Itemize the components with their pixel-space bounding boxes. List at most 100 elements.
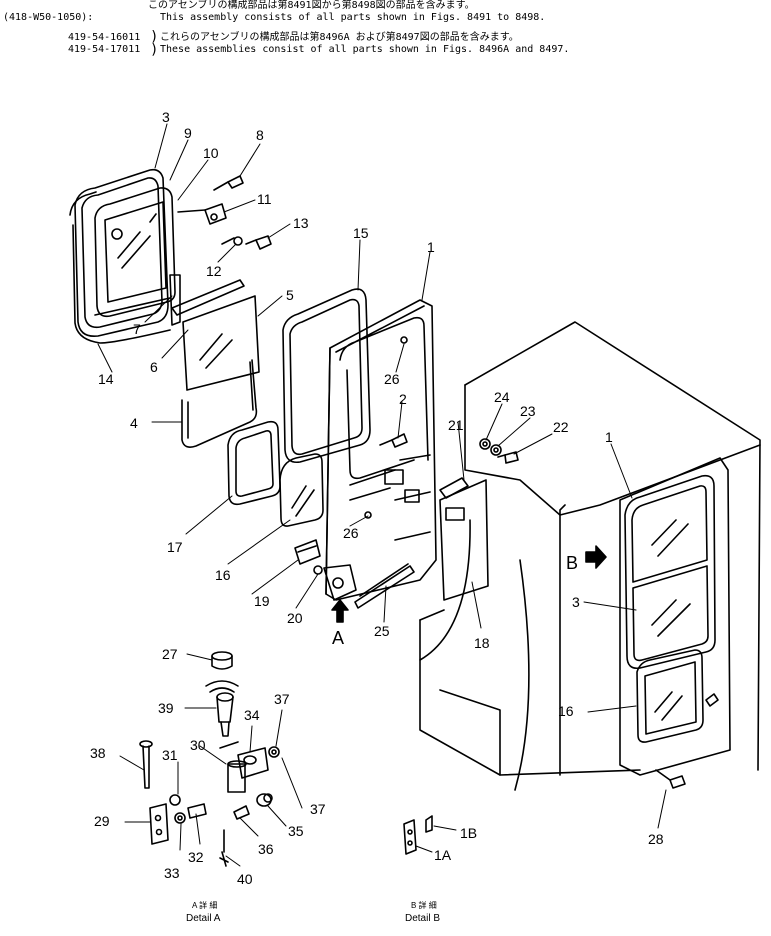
bolt-28: [655, 769, 686, 789]
callout-38: 38: [90, 745, 106, 761]
callout-28: 28: [648, 831, 664, 847]
view-arrow-a: [331, 599, 349, 623]
small-glass-16: [279, 453, 324, 527]
small-window-seal-17: [227, 420, 281, 506]
callout-labels: 3 9 10 8 11 13 12 15 1 5 7 6 14 26 2 4 2…: [90, 109, 664, 887]
detail-a-jp: A 詳 細: [192, 900, 217, 910]
callout-32: 32: [188, 849, 204, 865]
seal-strip-5: [171, 279, 245, 316]
callout-40: 40: [237, 871, 253, 887]
side-mark: [705, 693, 719, 707]
callout-36: 36: [258, 841, 274, 857]
callout-30: 30: [190, 737, 206, 753]
callout-3-cab: 3: [572, 594, 580, 610]
callout-23: 23: [520, 403, 536, 419]
window-seal-3: [74, 168, 169, 338]
callout-39: 39: [158, 700, 174, 716]
callout-5: 5: [286, 287, 294, 303]
view-label-b: B: [566, 553, 578, 573]
callout-16: 16: [215, 567, 231, 583]
note-bracket: )): [150, 29, 159, 58]
callout-25: 25: [374, 623, 390, 639]
note-jp-1: このアセンブリの構成部品は第8491図から第8498図の部品を含みます。: [148, 0, 475, 11]
callout-14: 14: [98, 371, 114, 387]
callout-35: 35: [288, 823, 304, 839]
hinge-21: [439, 477, 469, 499]
bolt-26b: [364, 511, 372, 519]
collar-30: [227, 760, 247, 793]
spring-clip: [205, 680, 239, 693]
callout-20: 20: [287, 610, 303, 626]
callout-33: 33: [164, 865, 180, 881]
detail-a-en: Detail A: [186, 913, 221, 924]
sliding-window-9: [94, 187, 176, 318]
cab-body: [419, 321, 761, 791]
door-frame-1: [325, 299, 437, 601]
callout-13: 13: [293, 215, 309, 231]
cab-small-window: [636, 649, 704, 743]
callout-1b: 1B: [460, 825, 477, 841]
callout-15: 15: [353, 225, 369, 241]
latch-knob: [111, 228, 123, 240]
hinge-block-34: [219, 741, 269, 779]
washer-23: [490, 444, 502, 456]
bolt-22: [497, 451, 519, 464]
callout-1-cab: 1: [605, 429, 613, 445]
bolt-13: [245, 235, 272, 250]
callout-6: 6: [150, 359, 158, 375]
callout-10: 10: [203, 145, 219, 161]
callout-29: 29: [94, 813, 110, 829]
washer-33: [174, 812, 186, 824]
cab-door-window: [624, 474, 716, 670]
callout-37a: 37: [274, 691, 290, 707]
callout-24: 24: [494, 389, 510, 405]
callout-22: 22: [553, 419, 569, 435]
bolt-8: [213, 175, 244, 191]
view-label-a: A: [332, 628, 344, 648]
note-en-2: These assemblies consist of all parts sh…: [160, 44, 570, 55]
callout-11: 11: [257, 191, 272, 207]
callout-26a: 26: [384, 371, 400, 387]
callout-37b: 37: [310, 801, 326, 817]
callout-27: 27: [162, 646, 178, 662]
plate-29: [149, 803, 169, 845]
pin-27: [211, 651, 233, 670]
note-ref-2: 419-54-16011: [68, 32, 141, 43]
leader-lines: [97, 123, 667, 867]
note-jp-2: これらのアセンブリの構成部品は第8496A および第8497図の部品を含みます。: [160, 32, 519, 43]
callout-1: 1: [427, 239, 435, 255]
callout-18: 18: [474, 635, 490, 651]
rubber-25: [354, 563, 415, 609]
callout-7: 7: [133, 321, 141, 337]
callout-8: 8: [256, 127, 264, 143]
callout-9: 9: [184, 125, 192, 141]
callout-17: 17: [167, 539, 183, 555]
handle-19: [294, 539, 321, 565]
bolt-31: [169, 794, 181, 806]
bracket-1a: [403, 819, 417, 855]
note-en-1: This assembly consists of all parts show…: [160, 12, 546, 23]
callout-19: 19: [254, 593, 270, 609]
bolt-32: [187, 803, 207, 819]
washer-24: [479, 438, 491, 450]
nut-37: [268, 746, 280, 758]
callout-1a: 1A: [434, 847, 452, 863]
callout-26b: 26: [343, 525, 359, 541]
bolt-38: [139, 740, 153, 789]
detail-b-jp: B 詳 細: [411, 900, 437, 910]
callout-4: 4: [130, 415, 138, 431]
callout-34: 34: [244, 707, 260, 723]
callout-12: 12: [206, 263, 222, 279]
bolt-12: [221, 236, 243, 246]
bolt-26a: [400, 336, 408, 344]
window-frame-14: [69, 191, 171, 344]
rod-40: [219, 829, 229, 867]
seal-4: [181, 359, 258, 448]
callout-2: 2: [399, 391, 407, 407]
glass-6: [182, 295, 260, 391]
view-arrow-b: [585, 545, 607, 569]
lock-20: [313, 564, 357, 601]
cap-35: [256, 793, 273, 807]
note-ref-3: 419-54-17011: [68, 44, 141, 55]
